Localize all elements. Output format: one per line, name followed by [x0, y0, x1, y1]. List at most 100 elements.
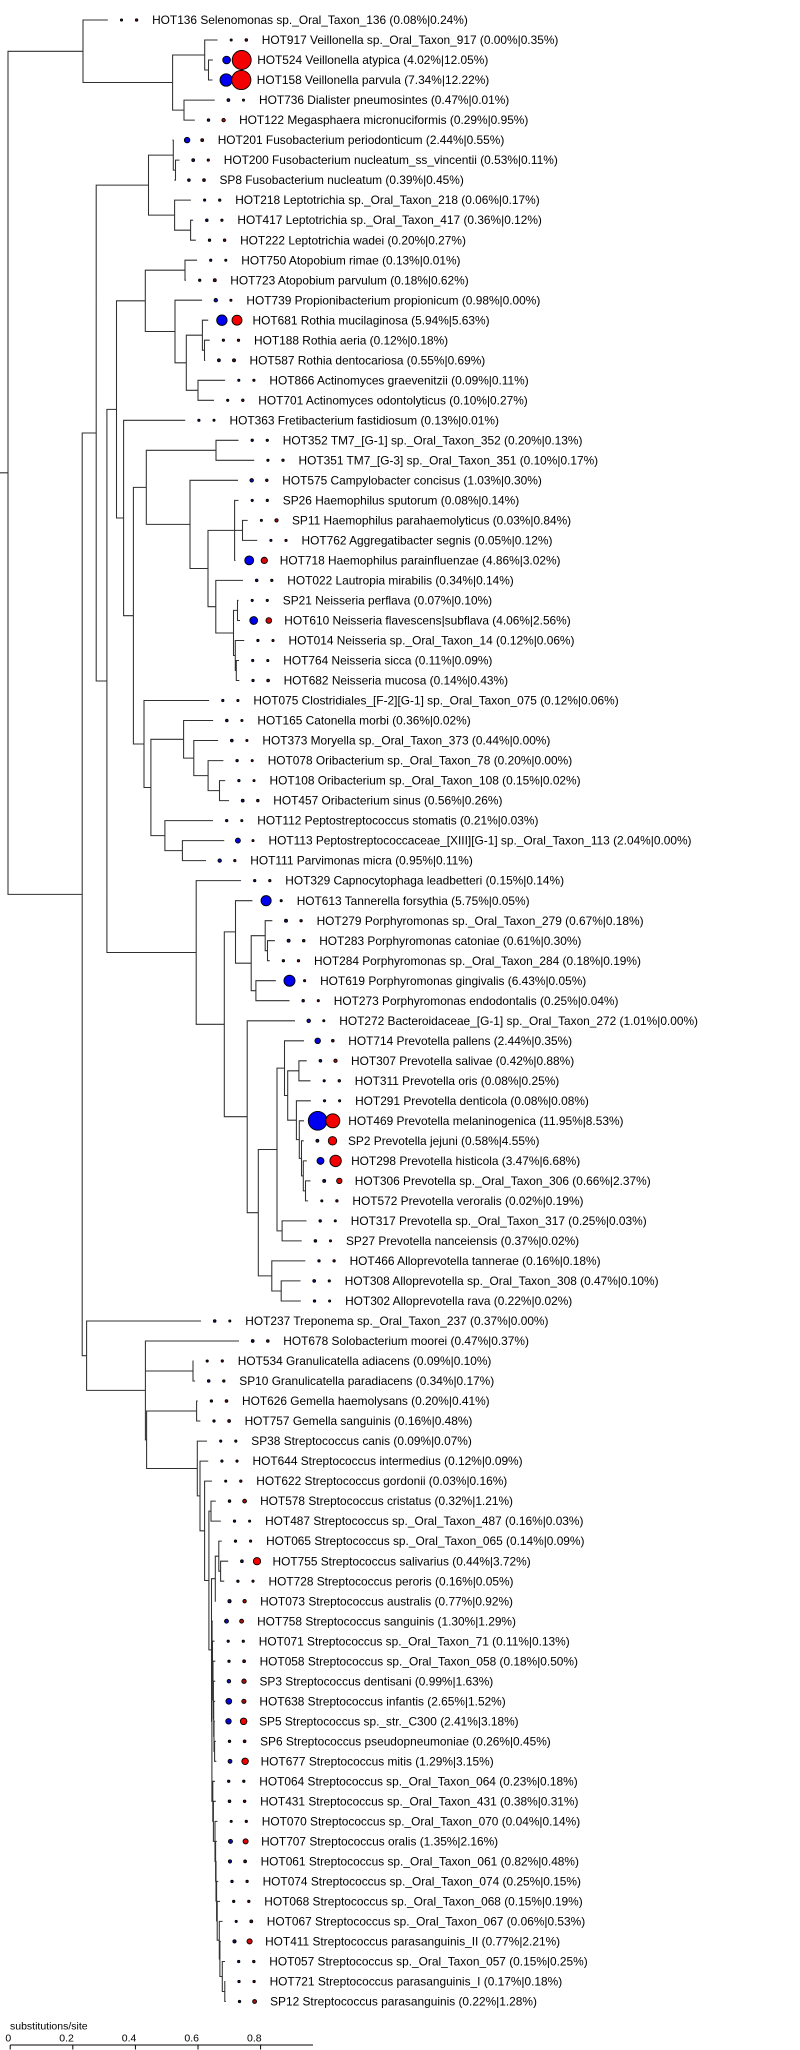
svg-text:HOT718 Haemophilus parainfluen: HOT718 Haemophilus parainfluenzae (4.86%… — [280, 554, 561, 568]
svg-text:HOT723 Atopobium parvulum (0.1: HOT723 Atopobium parvulum (0.18%|0.62%) — [230, 273, 468, 287]
svg-text:SP12 Streptococcus parasanguin: SP12 Streptococcus parasanguinis (0.22%|… — [270, 1995, 537, 2009]
svg-text:HOT714 Prevotella pallens (2.4: HOT714 Prevotella pallens (2.44%|0.35%) — [348, 1034, 572, 1048]
svg-text:0.6: 0.6 — [184, 2033, 199, 2045]
svg-text:SP5 Streptococcus sp._str._C30: SP5 Streptococcus sp._str._C300 (2.41%|3… — [259, 1714, 519, 1728]
svg-text:SP38 Streptococcus canis (0.09: SP38 Streptococcus canis (0.09%|0.07%) — [251, 1434, 472, 1448]
svg-text:HOT075 Clostridiales_[F-2][G-1: HOT075 Clostridiales_[F-2][G-1] sp._Oral… — [253, 694, 618, 708]
svg-text:HOT487 Streptococcus sp._Oral_: HOT487 Streptococcus sp._Oral_Taxon_487 … — [265, 1514, 583, 1528]
svg-text:HOT272 Bacteroidaceae_[G-1] sp: HOT272 Bacteroidaceae_[G-1] sp._Oral_Tax… — [339, 1014, 698, 1028]
svg-text:HOT762 Aggregatibacter segnis: HOT762 Aggregatibacter segnis (0.05%|0.1… — [302, 534, 553, 548]
svg-text:HOT065 Streptococcus sp._Oral_: HOT065 Streptococcus sp._Oral_Taxon_065 … — [266, 1534, 584, 1548]
svg-text:HOT707 Streptococcus oralis (1: HOT707 Streptococcus oralis (1.35%|2.16%… — [261, 1835, 498, 1849]
svg-text:0.8: 0.8 — [247, 2033, 262, 2045]
svg-text:SP2 Prevotella jejuni (0.58%|4: SP2 Prevotella jejuni (0.58%|4.55%) — [348, 1134, 540, 1148]
svg-text:HOT014 Neisseria sp._Oral_Taxo: HOT014 Neisseria sp._Oral_Taxon_14 (0.12… — [289, 634, 575, 648]
svg-text:HOT067 Streptococcus sp._Oral_: HOT067 Streptococcus sp._Oral_Taxon_067 … — [267, 1915, 585, 1929]
svg-text:HOT578 Streptococcus cristatus: HOT578 Streptococcus cristatus (0.32%|1.… — [260, 1494, 513, 1508]
svg-text:SP27 Prevotella nanceiensis (0: SP27 Prevotella nanceiensis (0.37%|0.02%… — [346, 1234, 579, 1248]
svg-text:HOT736 Dialister pneumosintes: HOT736 Dialister pneumosintes (0.47%|0.0… — [259, 93, 509, 107]
svg-text:HOT721 Streptococcus parasangu: HOT721 Streptococcus parasanguinis_I (0.… — [270, 1975, 563, 1989]
svg-text:HOT677 Streptococcus mitis (1.: HOT677 Streptococcus mitis (1.29%|3.15%) — [261, 1754, 494, 1768]
svg-text:HOT681 Rothia mucilaginosa (5.: HOT681 Rothia mucilaginosa (5.94%|5.63%) — [253, 313, 490, 327]
svg-text:SP26 Haemophilus sputorum (0.0: SP26 Haemophilus sputorum (0.08%|0.14%) — [283, 494, 519, 508]
svg-text:HOT457 Oribacterium sinus (0.5: HOT457 Oribacterium sinus (0.56%|0.26%) — [273, 794, 502, 808]
svg-text:HOT306 Prevotella sp._Oral_Tax: HOT306 Prevotella sp._Oral_Taxon_306 (0.… — [355, 1174, 651, 1188]
svg-text:SP21 Neisseria perflava (0.07%: SP21 Neisseria perflava (0.07%|0.10%) — [283, 594, 492, 608]
svg-text:substitutions/site: substitutions/site — [10, 2021, 88, 2033]
svg-text:HOT739 Propionibacterium propi: HOT739 Propionibacterium propionicum (0.… — [246, 293, 540, 307]
svg-text:HOT074 Streptococcus sp._Oral_: HOT074 Streptococcus sp._Oral_Taxon_074 … — [263, 1875, 581, 1889]
svg-text:HOT078 Oribacterium sp._Oral_T: HOT078 Oribacterium sp._Oral_Taxon_78 (0… — [268, 754, 573, 768]
svg-text:HOT283 Porphyromonas catoniae: HOT283 Porphyromonas catoniae (0.61%|0.3… — [319, 934, 581, 948]
svg-text:HOT466 Alloprevotella tannerae: HOT466 Alloprevotella tannerae (0.16%|0.… — [350, 1254, 601, 1268]
svg-text:SP11 Haemophilus parahaemolyti: SP11 Haemophilus parahaemolyticus (0.03%… — [292, 514, 571, 528]
svg-text:HOT610 Neisseria flavescens|su: HOT610 Neisseria flavescens|subflava (4.… — [284, 614, 570, 628]
svg-text:HOT917 Veillonella sp._Oral_Ta: HOT917 Veillonella sp._Oral_Taxon_917 (0… — [262, 33, 559, 47]
svg-text:HOT469 Prevotella melaninogeni: HOT469 Prevotella melaninogenica (11.95%… — [348, 1114, 623, 1128]
svg-text:HOT373 Moryella sp._Oral_Taxon: HOT373 Moryella sp._Oral_Taxon_373 (0.44… — [262, 734, 550, 748]
svg-text:HOT279 Porphyromonas sp._Oral_: HOT279 Porphyromonas sp._Oral_Taxon_279 … — [317, 914, 644, 928]
svg-text:HOT222 Leptotrichia wadei (0.2: HOT222 Leptotrichia wadei (0.20%|0.27%) — [240, 233, 466, 247]
svg-text:HOT728 Streptococcus peroris (: HOT728 Streptococcus peroris (0.16%|0.05… — [269, 1574, 514, 1588]
svg-text:HOT311 Prevotella oris (0.08%|: HOT311 Prevotella oris (0.08%|0.25%) — [355, 1074, 559, 1088]
svg-text:HOT622 Streptococcus gordonii: HOT622 Streptococcus gordonii (0.03%|0.1… — [256, 1474, 507, 1488]
svg-text:HOT682 Neisseria mucosa (0.14%: HOT682 Neisseria mucosa (0.14%|0.43%) — [284, 674, 509, 688]
svg-text:HOT755 Streptococcus salivariu: HOT755 Streptococcus salivarius (0.44%|3… — [273, 1554, 531, 1568]
svg-text:HOT750 Atopobium rimae (0.13%|: HOT750 Atopobium rimae (0.13%|0.01%) — [241, 253, 460, 267]
svg-text:SP10 Granulicatella paradiacen: SP10 Granulicatella paradiacens (0.34%|0… — [239, 1374, 494, 1388]
svg-text:HOT291 Prevotella denticola (0: HOT291 Prevotella denticola (0.08%|0.08%… — [355, 1094, 589, 1108]
svg-text:HOT411 Streptococcus parasangu: HOT411 Streptococcus parasanguinis_II (0… — [265, 1935, 560, 1949]
svg-text:HOT302 Alloprevotella rava (0.: HOT302 Alloprevotella rava (0.22%|0.02%) — [345, 1294, 572, 1308]
svg-text:HOT534 Granulicatella adiacens: HOT534 Granulicatella adiacens (0.09%|0.… — [238, 1354, 492, 1368]
svg-text:HOT329 Capnocytophaga leadbett: HOT329 Capnocytophaga leadbetteri (0.15%… — [285, 874, 564, 888]
svg-text:HOT073 Streptococcus australis: HOT073 Streptococcus australis (0.77%|0.… — [260, 1594, 513, 1608]
svg-text:HOT201 Fusobacterium periodont: HOT201 Fusobacterium periodonticum (2.44… — [218, 133, 505, 147]
svg-text:HOT158 Veillonella parvula (7.: HOT158 Veillonella parvula (7.34%|12.22%… — [257, 73, 489, 87]
svg-text:HOT307 Prevotella salivae (0.4: HOT307 Prevotella salivae (0.42%|0.88%) — [351, 1054, 574, 1068]
svg-text:HOT061 Streptococcus sp._Oral_: HOT061 Streptococcus sp._Oral_Taxon_061 … — [261, 1855, 579, 1869]
svg-text:HOT587 Rothia dentocariosa (0.: HOT587 Rothia dentocariosa (0.55%|0.69%) — [250, 353, 486, 367]
svg-text:HOT619 Porphyromonas gingivali: HOT619 Porphyromonas gingivalis (6.43%|0… — [320, 974, 586, 988]
svg-text:HOT064 Streptococcus sp._Oral_: HOT064 Streptococcus sp._Oral_Taxon_064 … — [259, 1774, 577, 1788]
svg-text:HOT363 Fretibacterium fastidio: HOT363 Fretibacterium fastidiosum (0.13%… — [230, 413, 499, 427]
svg-text:HOT108 Oribacterium sp._Oral_T: HOT108 Oribacterium sp._Oral_Taxon_108 (… — [270, 774, 581, 788]
svg-text:HOT298 Prevotella histicola (3: HOT298 Prevotella histicola (3.47%|6.68%… — [351, 1154, 580, 1168]
svg-text:HOT058 Streptococcus sp._Oral_: HOT058 Streptococcus sp._Oral_Taxon_058 … — [260, 1654, 578, 1668]
svg-text:HOT057 Streptococcus sp._Oral_: HOT057 Streptococcus sp._Oral_Taxon_057 … — [269, 1955, 587, 1969]
svg-text:HOT070 Streptococcus sp._Oral_: HOT070 Streptococcus sp._Oral_Taxon_070 … — [262, 1815, 580, 1829]
svg-text:HOT431 Streptococcus sp._Oral_: HOT431 Streptococcus sp._Oral_Taxon_431 … — [260, 1794, 578, 1808]
svg-text:SP6 Streptococcus pseudopneumo: SP6 Streptococcus pseudopneumoniae (0.26… — [260, 1734, 551, 1748]
svg-text:HOT757 Gemella sanguinis (0.16: HOT757 Gemella sanguinis (0.16%|0.48%) — [245, 1414, 473, 1428]
svg-text:HOT572 Prevotella veroralis (0: HOT572 Prevotella veroralis (0.02%|0.19%… — [352, 1194, 583, 1208]
svg-text:HOT575 Campylobacter concisus: HOT575 Campylobacter concisus (1.03%|0.3… — [282, 473, 542, 487]
svg-text:HOT417 Leptotrichia sp._Oral_T: HOT417 Leptotrichia sp._Oral_Taxon_417 (… — [237, 213, 542, 227]
svg-text:HOT112 Peptostreptococcus stom: HOT112 Peptostreptococcus stomatis (0.21… — [257, 814, 538, 828]
svg-text:HOT351 TM7_[G-3] sp._Oral_Taxo: HOT351 TM7_[G-3] sp._Oral_Taxon_351 (0.1… — [299, 453, 599, 467]
svg-text:HOT111 Parvimonas micra (0.95%: HOT111 Parvimonas micra (0.95%|0.11%) — [250, 854, 473, 868]
svg-text:HOT308 Alloprevotella sp._Oral: HOT308 Alloprevotella sp._Oral_Taxon_308… — [345, 1274, 659, 1288]
svg-text:SP3 Streptococcus dentisani (0: SP3 Streptococcus dentisani (0.99%|1.63%… — [260, 1674, 494, 1688]
svg-text:HOT644 Streptococcus intermedi: HOT644 Streptococcus intermedius (0.12%|… — [253, 1454, 523, 1468]
svg-text:HOT764 Neisseria sicca (0.11%|: HOT764 Neisseria sicca (0.11%|0.09%) — [283, 654, 492, 668]
svg-text:HOT136 Selenomonas sp._Oral_Ta: HOT136 Selenomonas sp._Oral_Taxon_136 (0… — [152, 13, 468, 27]
svg-text:SP8 Fusobacterium nucleatum (0: SP8 Fusobacterium nucleatum (0.39%|0.45%… — [220, 173, 464, 187]
svg-text:HOT218 Leptotrichia sp._Oral_T: HOT218 Leptotrichia sp._Oral_Taxon_218 (… — [235, 193, 540, 207]
svg-text:HOT284 Porphyromonas sp._Oral_: HOT284 Porphyromonas sp._Oral_Taxon_284 … — [314, 954, 641, 968]
svg-text:HOT273 Porphyromonas endodonta: HOT273 Porphyromonas endodontalis (0.25%… — [334, 994, 619, 1008]
svg-text:HOT237 Treponema sp._Oral_Taxo: HOT237 Treponema sp._Oral_Taxon_237 (0.3… — [245, 1314, 548, 1328]
svg-text:HOT701 Actinomyces odontolytic: HOT701 Actinomyces odontolyticus (0.10%|… — [258, 393, 527, 407]
svg-text:HOT071 Streptococcus sp._Oral_: HOT071 Streptococcus sp._Oral_Taxon_71 (… — [259, 1634, 570, 1648]
svg-text:HOT068 Streptococcus sp._Oral_: HOT068 Streptococcus sp._Oral_Taxon_068 … — [264, 1895, 582, 1909]
svg-text:HOT638 Streptococcus infantis: HOT638 Streptococcus infantis (2.65%|1.5… — [259, 1694, 505, 1708]
svg-text:HOT165 Catonella morbi (0.36%|: HOT165 Catonella morbi (0.36%|0.02%) — [257, 714, 470, 728]
svg-text:HOT613 Tannerella forsythia (5: HOT613 Tannerella forsythia (5.75%|0.05%… — [297, 894, 530, 908]
svg-text:HOT022 Lautropia mirabilis (0.: HOT022 Lautropia mirabilis (0.34%|0.14%) — [287, 574, 514, 588]
svg-text:HOT113 Peptostreptococcaceae_[: HOT113 Peptostreptococcaceae_[XIII][G-1]… — [269, 834, 692, 848]
svg-text:0: 0 — [5, 2033, 11, 2045]
svg-text:HOT524 Veillonella atypica (4.: HOT524 Veillonella atypica (4.02%|12.05%… — [257, 53, 488, 67]
svg-text:HOT678 Solobacterium moorei (0: HOT678 Solobacterium moorei (0.47%|0.37%… — [283, 1334, 529, 1348]
svg-text:0.2: 0.2 — [59, 2033, 74, 2045]
svg-text:HOT317 Prevotella sp._Oral_Tax: HOT317 Prevotella sp._Oral_Taxon_317 (0.… — [351, 1214, 647, 1228]
svg-text:HOT200 Fusobacterium nucleatum: HOT200 Fusobacterium nucleatum_ss_vincen… — [224, 153, 558, 167]
svg-text:HOT758 Streptococcus sanguinis: HOT758 Streptococcus sanguinis (1.30%|1.… — [257, 1614, 516, 1628]
